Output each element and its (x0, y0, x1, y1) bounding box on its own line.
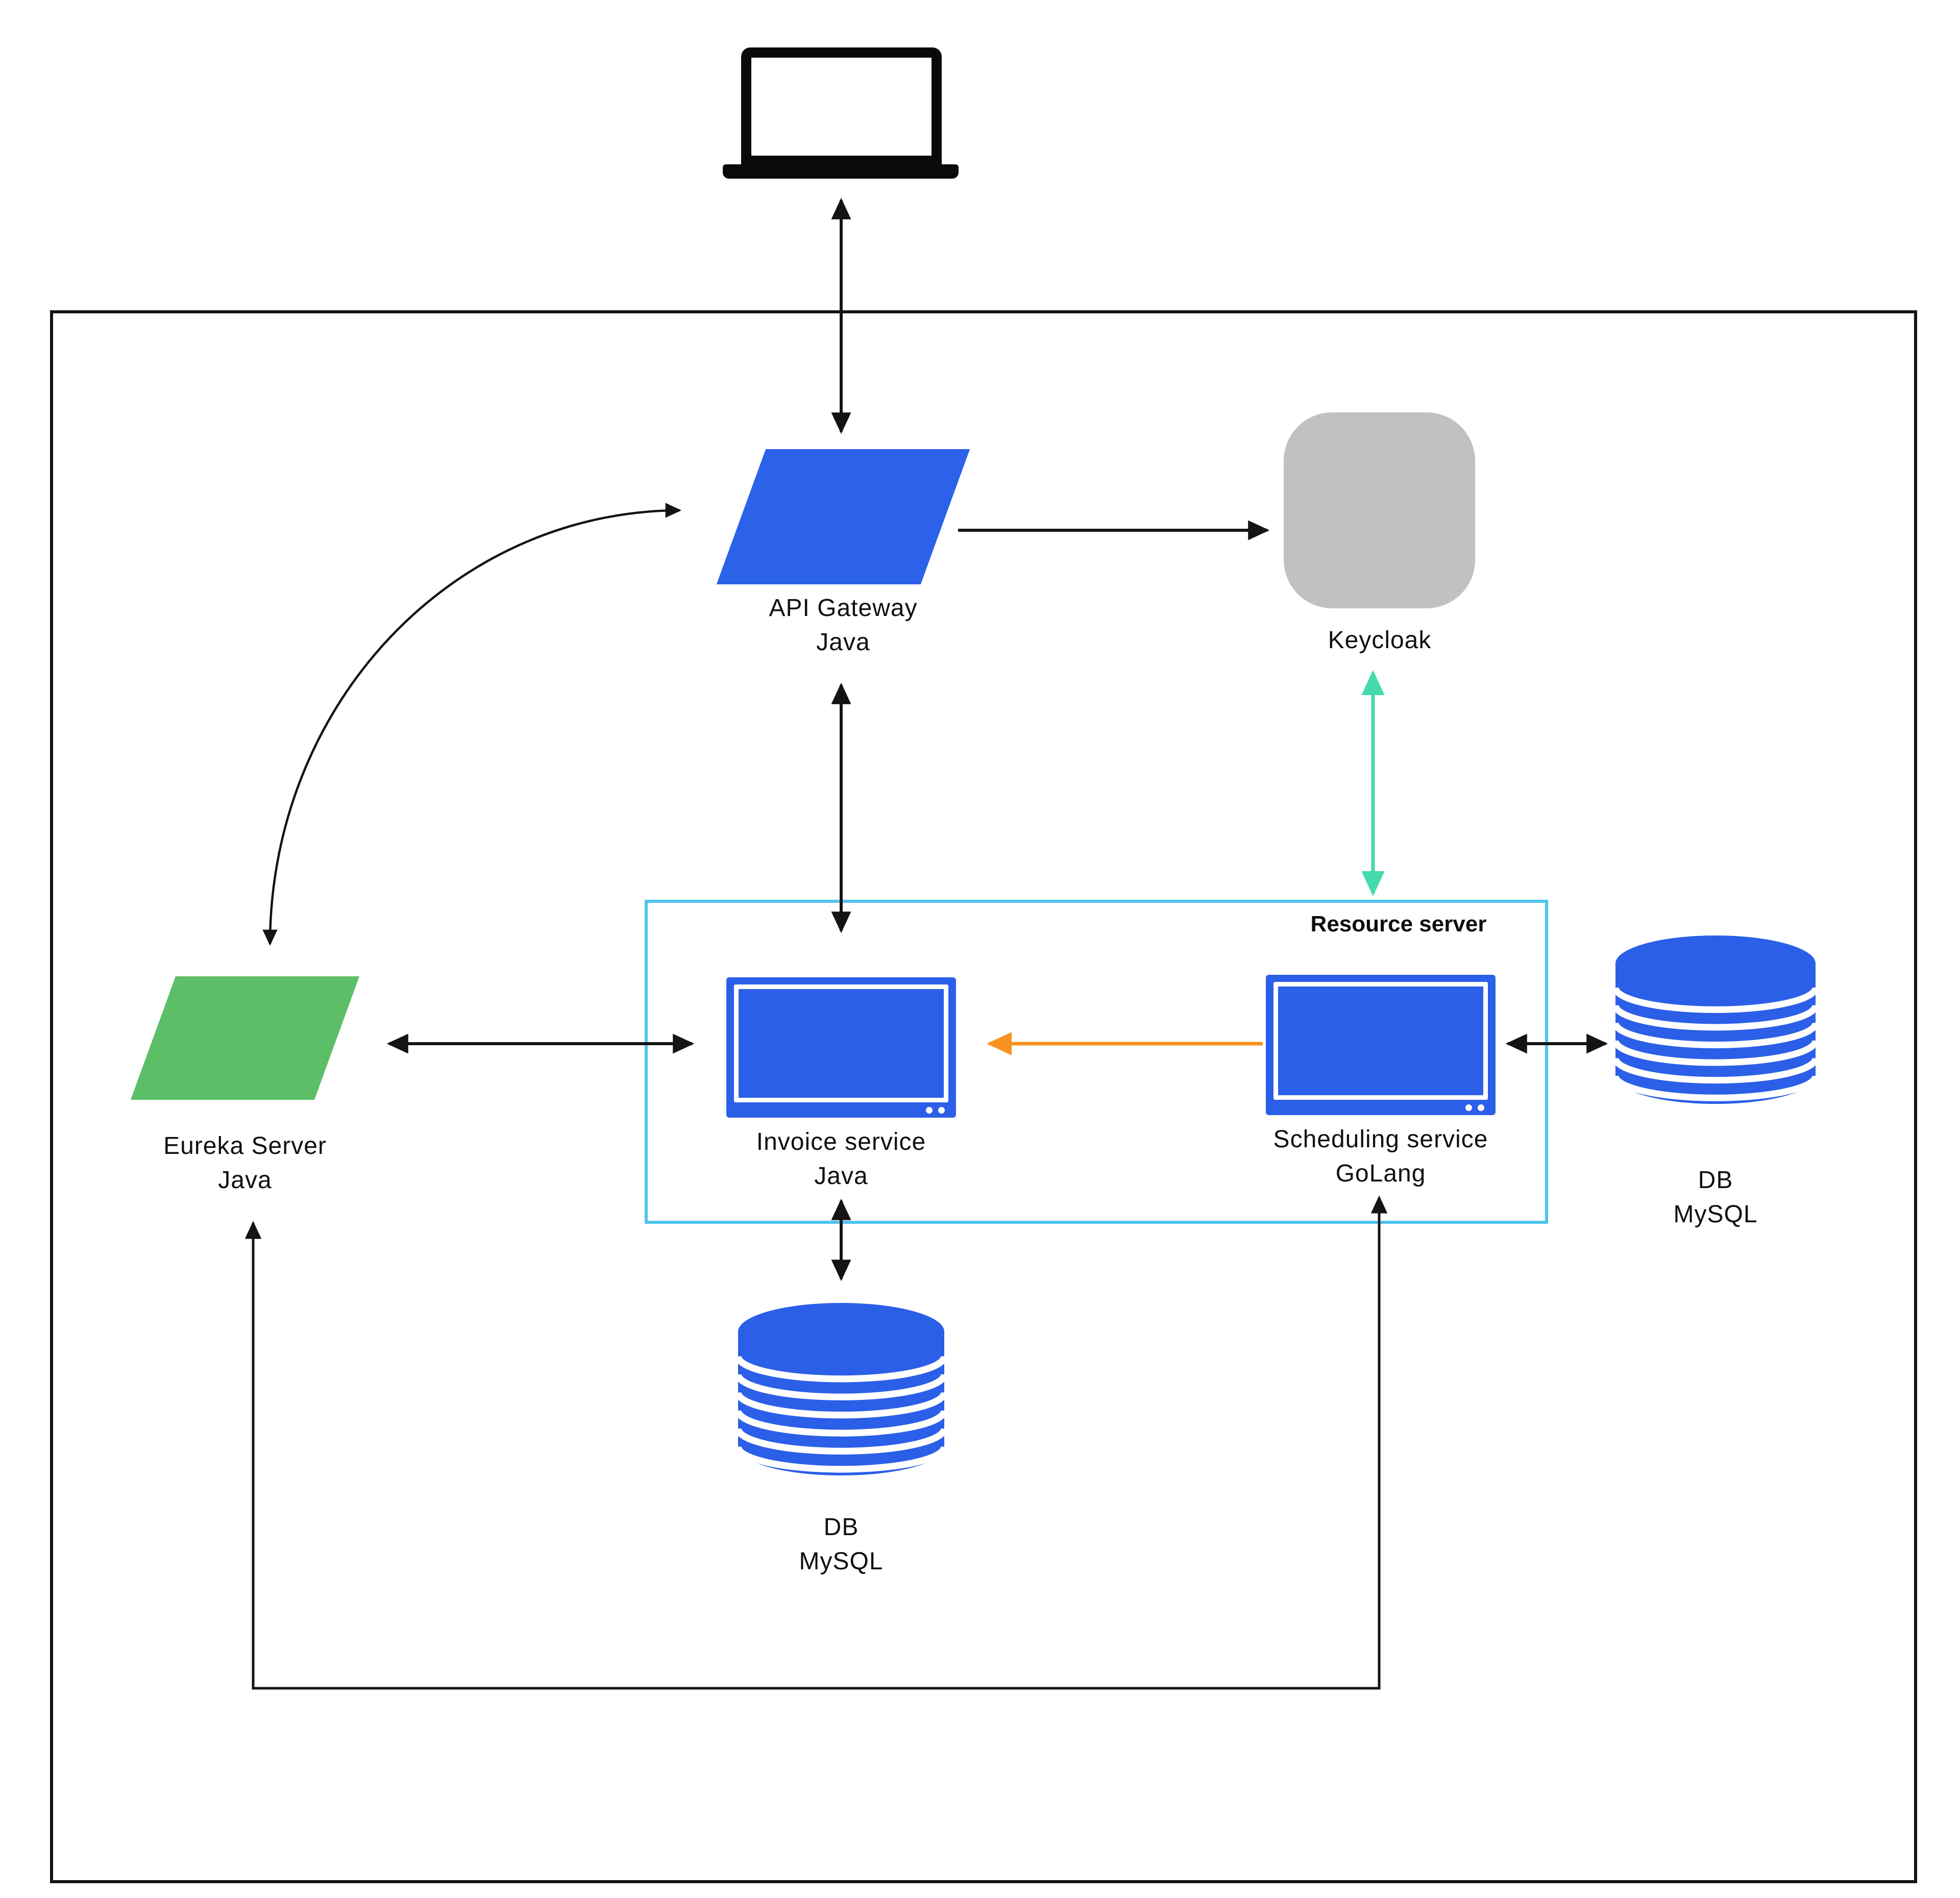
eureka-server-label: Eureka Server Java (92, 1129, 398, 1197)
api-gateway-tech: Java (816, 629, 870, 656)
system-boundary-box (50, 310, 1917, 1883)
laptop-base (723, 164, 959, 179)
scheduling-db-name: DB (1698, 1167, 1733, 1194)
invoice-db-label: DB MySQL (688, 1510, 994, 1579)
scheduling-db-label: DB MySQL (1562, 1163, 1869, 1231)
invoice-service-name: Invoice service (756, 1128, 926, 1155)
resource-server-label: Resource server (1310, 911, 1487, 936)
monitor-dot (1465, 1104, 1472, 1111)
monitor-dot (1478, 1104, 1484, 1111)
api-gateway-label: API Gateway Java (690, 591, 996, 659)
scheduling-db-tech: MySQL (1673, 1201, 1758, 1228)
scheduling-service-label: Scheduling service GoLang (1228, 1122, 1534, 1191)
monitor-dot (926, 1107, 933, 1114)
scheduling-service-tech: GoLang (1335, 1160, 1426, 1187)
eureka-server-name: Eureka Server (163, 1132, 327, 1160)
database-cylinder-icon (1615, 935, 1816, 1104)
monitor-screen (734, 984, 948, 1102)
scheduling-service-name: Scheduling service (1273, 1126, 1488, 1153)
keycloak-label: Keycloak (1227, 623, 1533, 657)
invoice-service-tech: Java (814, 1163, 868, 1190)
invoice-db-name: DB (823, 1514, 859, 1541)
monitor-screen (1273, 982, 1488, 1100)
invoice-db-tech: MySQL (799, 1548, 884, 1575)
invoice-service-node (726, 977, 956, 1118)
monitor-dot (938, 1107, 945, 1114)
eureka-server-tech: Java (218, 1167, 272, 1194)
invoice-service-label: Invoice service Java (688, 1125, 994, 1193)
database-cylinder-icon (738, 1303, 944, 1475)
scheduling-service-node (1266, 975, 1496, 1115)
api-gateway-name: API Gateway (769, 595, 918, 622)
keycloak-name: Keycloak (1328, 627, 1432, 654)
laptop-screen (741, 47, 942, 166)
keycloak-node (1284, 412, 1475, 608)
